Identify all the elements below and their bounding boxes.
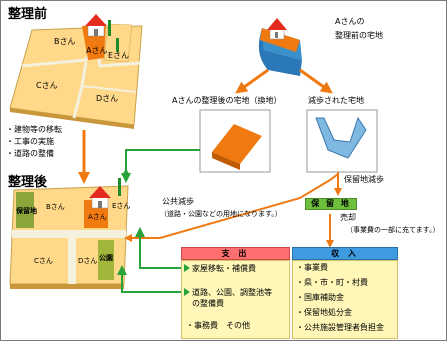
reduced-label: 減歩された宅地 (308, 96, 364, 105)
replot-parcel (212, 124, 262, 164)
before-plot-b: Bさん (54, 37, 76, 46)
replot-parcel-side (212, 152, 240, 170)
after-plot-park: 公園 (99, 254, 113, 262)
before-road-3 (81, 85, 137, 93)
works-item-1: ・建物等の移転 (6, 125, 62, 134)
arrow-to-reduced (299, 68, 333, 94)
arrow-green-replot (121, 149, 200, 183)
after-plot-d: Dさん (78, 257, 98, 265)
arrow-green-expenditure-2 (117, 265, 190, 293)
after-plot-a: Aさん (88, 213, 107, 221)
after-title: 整理後 (8, 175, 48, 190)
after-road-v (68, 236, 76, 284)
after-block (9, 178, 129, 289)
reserve-land-note: （事業費の一部に充てます。） (346, 226, 440, 234)
before-house-icon (85, 14, 107, 37)
a-lot-before (258, 18, 302, 76)
public-reduction-label: 公共減歩 (162, 197, 194, 206)
before-block (9, 14, 143, 129)
before-plot-e: Eさん (108, 51, 130, 60)
arrow-green-expenditure-1 (135, 227, 190, 269)
public-reduction-note: （道路・公園などの用地になります。） (160, 210, 282, 218)
income-box (292, 260, 398, 339)
before-tree (108, 20, 111, 36)
works-item-3: ・道路の整備 (6, 149, 54, 158)
reduced-parcel (315, 116, 367, 159)
works-item-2: ・工事の実施 (6, 137, 54, 146)
replot-label: Aさんの整理後の宅地（換地） (172, 96, 282, 105)
reserve-reduction-label: 保留地減歩 (344, 175, 384, 184)
after-plot-c: Cさん (34, 257, 53, 265)
after-road-h (12, 230, 126, 238)
after-park (98, 240, 114, 280)
income-item-1: ・事業費 (296, 263, 328, 272)
a-lot-label-line1: Aさんの (335, 17, 365, 26)
arrow-public-reduction (124, 173, 339, 242)
income-item-5: ・公共施設管理者負担金 (296, 323, 384, 332)
after-house-icon (89, 186, 111, 209)
arrow-to-replot (235, 68, 269, 94)
expenditure-item-1: 家屋移転・補償費 (192, 264, 256, 273)
before-plot-a: Aさん (86, 46, 108, 55)
income-item-3: ・国庫補助金 (296, 293, 344, 302)
expenditure-item-4: ・事務費 その他 (186, 321, 250, 330)
after-plot-b: Bさん (46, 203, 65, 211)
before-plot-c: Cさん (36, 81, 58, 90)
after-plot-e: Eさん (112, 202, 131, 210)
reserve-land-sale: 売却 (340, 213, 356, 222)
before-tree-2 (116, 38, 119, 52)
reserve-land-header: 保 留 地 (305, 198, 357, 210)
after-tree (118, 178, 121, 196)
before-plot-d: Dさん (96, 94, 119, 103)
income-item-2: ・県・市・町・村費 (296, 278, 368, 287)
expenditure-box (181, 260, 290, 339)
expenditure-item-3: の整備費 (192, 299, 224, 308)
expenditure-header: 支 出 (181, 247, 290, 260)
before-title: 整理前 (8, 7, 48, 22)
income-item-4: ・保留地処分金 (296, 308, 352, 317)
expenditure-item-2: 道路、公園、調整池等 (192, 288, 272, 297)
after-reserve-land (16, 192, 34, 228)
income-header: 収 入 (292, 247, 398, 260)
before-plot-base-side (10, 108, 134, 129)
after-plot-reserve: 保留地 (16, 207, 37, 215)
after-plot-base-side (10, 284, 124, 289)
a-lot-label-line2: 整理前の宅地 (335, 31, 383, 40)
